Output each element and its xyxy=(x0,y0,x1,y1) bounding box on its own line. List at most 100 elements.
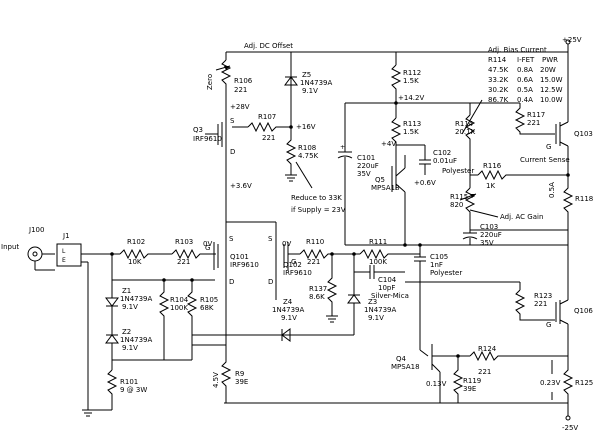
c105-ref: C105 xyxy=(430,253,448,261)
q101-g: G xyxy=(205,244,210,252)
supply-note: if Supply = 23V xyxy=(291,206,346,214)
r9-ref: R9 xyxy=(235,370,244,378)
z3-z4: Z3 1N4739A 9.1V Z4 1N4739A 9.1V xyxy=(192,272,397,345)
input-connector-j1: L E J1 xyxy=(56,232,120,417)
r9-val: 39E xyxy=(235,378,248,386)
q102-type: IRF9610 xyxy=(283,269,312,277)
v16-label: +16V xyxy=(296,123,316,131)
q3-ref: Q3 xyxy=(193,126,203,134)
r104-val: 100K xyxy=(170,304,188,312)
r112-ref: R112 xyxy=(403,69,421,77)
q101-q102-pair: Q101 IRF9610 S D G 0V Q102 IRF9610 S D G… xyxy=(200,221,312,286)
c101-ref: C101 xyxy=(357,154,375,162)
bias-r2c2: 12.5W xyxy=(540,86,563,94)
half-amp-label: 0.5A xyxy=(548,182,556,198)
ac-gain-label: Adj. AC Gain xyxy=(500,213,543,221)
bias-r0c0: 47.5K xyxy=(488,66,509,74)
svg-text:L: L xyxy=(62,248,66,255)
dc-offset-label: Adj. DC Offset xyxy=(244,42,293,50)
r112-val: 1.5K xyxy=(403,77,419,85)
q5-type: MPSA18 xyxy=(371,184,400,192)
c103-ref: C103 xyxy=(480,223,498,231)
r103-val: 221 xyxy=(177,258,190,266)
zener-z1-z2: Z1 1N4739A 9.1V Z2 1N4739A 9.1V xyxy=(105,252,153,370)
r118: R118 0.5A xyxy=(548,175,593,230)
r104-r105: R104 100K R105 68K xyxy=(112,278,218,361)
bias-r2c1: 0.5A xyxy=(517,86,533,94)
r106-val: 221 xyxy=(234,86,247,94)
r114: R114 20.1K xyxy=(455,99,483,175)
bias-h-r114: R114 xyxy=(488,56,507,64)
bias-r3c2: 10.0W xyxy=(540,96,563,104)
current-sense-label: Current Sense xyxy=(520,156,570,164)
r125: R125 0.23V xyxy=(540,356,593,403)
c105-type: Polyester xyxy=(430,269,462,277)
z3-type: 1N4739A xyxy=(364,306,397,314)
v14-2-label: +14.2V xyxy=(398,94,424,102)
r116-ref: R116 xyxy=(483,162,502,170)
q106-ref: Q106 xyxy=(574,307,593,315)
bias-r0c2: 20W xyxy=(540,66,556,74)
r107-ref: R107 xyxy=(258,113,276,121)
v0b-label: 0V xyxy=(282,240,291,248)
bias-r3c1: 0.4A xyxy=(517,96,533,104)
z2-ref: Z2 xyxy=(122,328,131,336)
bias-h-pwr: PWR xyxy=(542,56,558,64)
q101-type: IRF9610 xyxy=(230,261,259,269)
z5: Z5 1N4739A 9.1V +16V xyxy=(284,52,333,131)
c101: + C101 220uF 35V xyxy=(337,103,379,245)
r115-ref: R115 xyxy=(450,193,468,201)
q102-g: G xyxy=(291,258,296,266)
zero-label: Zero xyxy=(206,74,214,90)
r105-val: 68K xyxy=(200,304,214,312)
v0-13-label: 0.13V xyxy=(426,380,447,388)
q101-ref: Q101 xyxy=(230,253,249,261)
r137-ref: R137 xyxy=(309,285,327,293)
pos-rail-label: +25V xyxy=(562,36,582,44)
r125-ref: R125 xyxy=(575,379,593,387)
r119-ref: R119 xyxy=(463,377,481,385)
r124: R124 221 xyxy=(458,345,568,376)
v0-23-label: 0.23V xyxy=(540,379,561,387)
c103-val: 220uF xyxy=(480,231,502,239)
v3-6-label: +3.6V xyxy=(230,182,252,190)
c104-ref: C104 xyxy=(378,276,397,284)
neg-rail-label: -25V xyxy=(562,424,578,432)
z1-ref: Z1 xyxy=(122,287,131,295)
q4-ref: Q4 xyxy=(396,355,407,363)
r108-ref: R108 xyxy=(298,144,316,152)
bias-current-table: Adj. Bias Current R114 I-FET PWR 47.5K 0… xyxy=(488,46,563,104)
v4-label: +4V xyxy=(381,140,396,148)
q106-g: G xyxy=(546,321,551,329)
c102: C102 0.01uF Polyester xyxy=(396,144,474,175)
c104-type: Silver-Mica xyxy=(371,292,409,300)
z5-ref: Z5 xyxy=(302,71,311,79)
negative-rail: -25V xyxy=(224,402,578,432)
z3-ref: Z3 xyxy=(368,298,377,306)
v0-6-label: +0.6V xyxy=(414,179,436,187)
r115-val: 820 xyxy=(450,201,463,209)
bias-r2c0: 30.2K xyxy=(488,86,509,94)
j100-label: J100 xyxy=(28,226,44,234)
r124-ref: R124 xyxy=(478,345,497,353)
q103-g: G xyxy=(546,143,551,151)
r111: R111 100K xyxy=(350,238,420,266)
r113-ref: R113 xyxy=(403,120,421,128)
r110-val: 221 xyxy=(307,258,320,266)
q102-s: S xyxy=(268,235,273,243)
bias-r0c1: 0.8A xyxy=(517,66,533,74)
r114-ref: R114 xyxy=(455,120,474,128)
z3-val: 9.1V xyxy=(368,314,384,322)
bias-r1c2: 15.0W xyxy=(540,76,563,84)
r117-val: 221 xyxy=(527,119,540,127)
r103-ref: R103 xyxy=(175,238,193,246)
input-jack: Input J100 xyxy=(1,226,55,271)
q3-d: D xyxy=(230,148,235,156)
r102-val: 10K xyxy=(128,258,142,266)
bias-r1c1: 0.6A xyxy=(517,76,533,84)
c104: C104 10pF Silver-Mica xyxy=(353,254,409,300)
r118-ref: R118 xyxy=(575,195,593,203)
r116: R116 1K Current Sense xyxy=(470,156,570,190)
bias-current-label: Adj. Bias Current xyxy=(488,46,547,54)
